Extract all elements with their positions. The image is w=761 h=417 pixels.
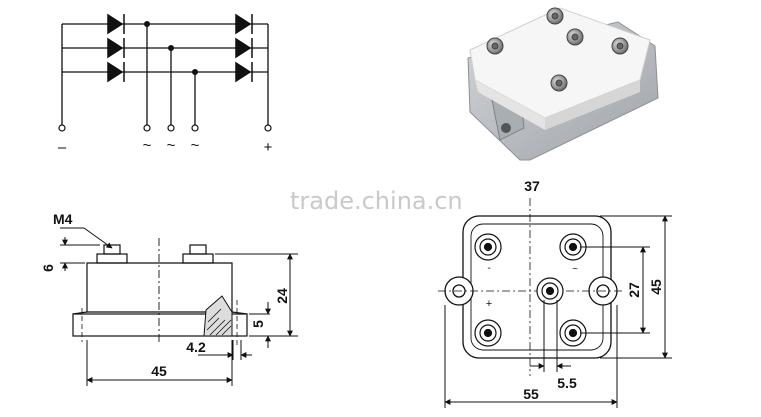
junction-dots	[144, 21, 198, 75]
module-photo	[467, 7, 659, 161]
terminal-nuts	[486, 7, 629, 92]
hatch-section	[203, 295, 233, 337]
mark-tilde: ~	[572, 264, 578, 275]
top-dimension-lines	[444, 215, 672, 408]
terminal-circles	[58, 124, 272, 132]
dim-length: 45	[151, 363, 167, 379]
side-view-drawing	[72, 238, 248, 345]
thread-label: M4	[53, 211, 73, 227]
mark-minus: -	[487, 263, 490, 274]
terminal-minus-label: –	[58, 139, 67, 156]
top-view-label: 37	[524, 178, 540, 194]
terminal-ac3-label: ~	[191, 137, 200, 154]
rectifier-schematic	[61, 23, 269, 126]
dim-hole-diameter: 4.2	[186, 339, 206, 355]
terminal-plus-label: +	[264, 139, 273, 156]
dim-flange-height: 5	[250, 320, 266, 328]
watermark-text: trade.china.cn	[290, 187, 463, 215]
dim-pin-spacing: 27	[626, 282, 642, 298]
mark-plus: +	[486, 298, 492, 310]
terminal-ac2-label: ~	[167, 137, 176, 154]
terminal-ac1-label: ~	[143, 137, 152, 154]
dim-width: 55	[523, 386, 539, 402]
dim-total-height: 24	[274, 288, 290, 304]
top-view-terminals	[474, 233, 587, 347]
diode-symbols	[107, 13, 253, 83]
dim-height: 45	[648, 279, 664, 295]
top-view-drawing	[438, 198, 624, 376]
dim-hole-dia: 5.5	[557, 375, 577, 391]
dim-stud-height: 6	[40, 264, 56, 272]
side-dimension-lines	[60, 227, 298, 386]
